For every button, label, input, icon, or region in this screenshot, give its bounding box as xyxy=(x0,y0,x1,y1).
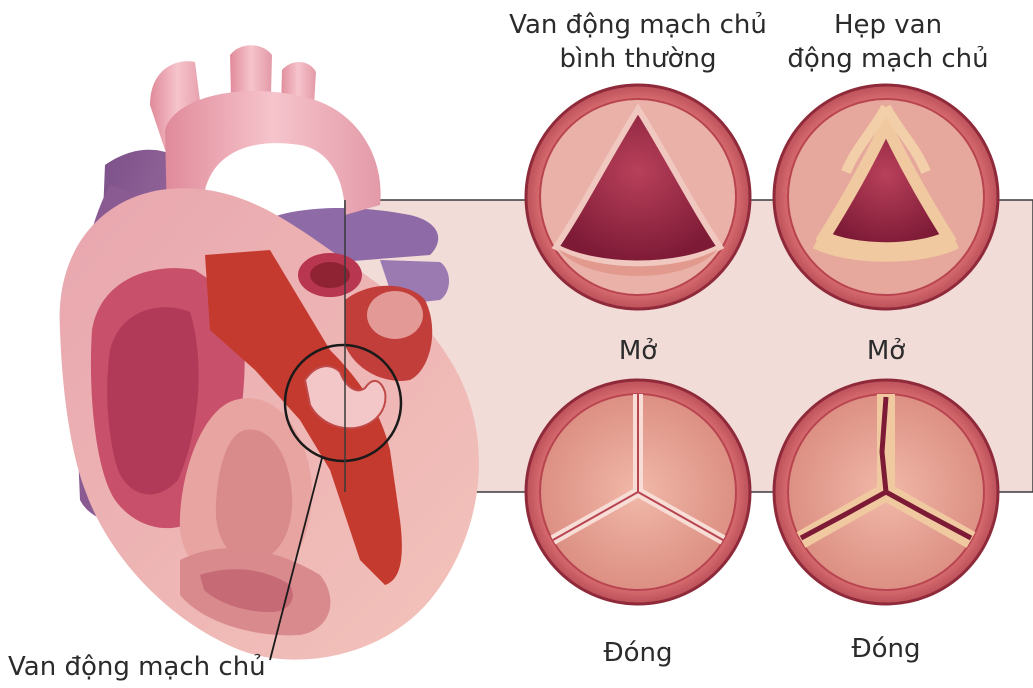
normal-valve-title-line2: bình thường xyxy=(470,42,806,76)
open-label-normal: Mở xyxy=(588,334,688,368)
stenosis-valve-closed xyxy=(774,380,998,604)
normal-valve-open xyxy=(526,85,750,309)
heart-illustration xyxy=(60,45,479,660)
stenosis-title-line1: Hẹp van xyxy=(760,8,1016,42)
closed-label-stenosis: Đóng xyxy=(836,632,936,666)
normal-valve-closed xyxy=(526,380,750,604)
closed-label-normal: Đóng xyxy=(588,636,688,670)
stenosis-valve-open xyxy=(774,85,998,309)
normal-valve-title: Van động mạch chủ bình thường xyxy=(470,8,806,76)
aortic-valve-callout-label: Van động mạch chủ xyxy=(8,650,266,684)
open-label-stenosis: Mở xyxy=(836,334,936,368)
normal-valve-title-line1: Van động mạch chủ xyxy=(470,8,806,42)
stenosis-title-line2: động mạch chủ xyxy=(760,42,1016,76)
stenosis-title: Hẹp van động mạch chủ xyxy=(760,8,1016,76)
